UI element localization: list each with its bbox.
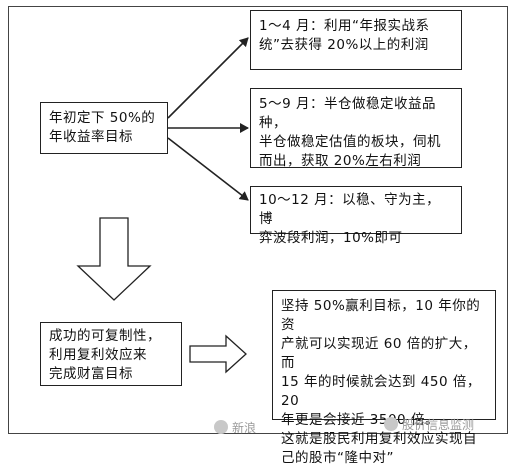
q2-line: 5～9 月：半仓做稳定收益品种， <box>259 96 436 131</box>
diagram-frame <box>8 6 508 434</box>
result-line: 年更是会接近 3500 倍。 <box>281 412 439 428</box>
goal-box: 年初定下 50%的 年收益率目标 <box>40 102 168 154</box>
connector-arrows <box>76 37 249 374</box>
result-line: 15 年的时候就会达到 450 倍，20 <box>281 374 481 409</box>
result-box: 坚持 50%赢利目标，10 年你的资 产就可以实现近 60 倍的扩大，而 15 … <box>272 290 496 466</box>
weibo-icon <box>214 420 228 434</box>
arrow-goal-to-q1 <box>167 37 249 119</box>
q1-line: 统”去获得 20%以上的利润 <box>259 37 429 53</box>
q3-line: 弈波段利润，10%即可 <box>259 230 403 246</box>
result-line: 产就可以实现近 60 倍的扩大，而 <box>281 336 477 371</box>
right-block-arrow <box>189 334 247 374</box>
q2-line: 半仓做稳定估值的板块，伺机 <box>259 134 441 150</box>
watermark-left: 新浪 <box>232 421 257 435</box>
method-line: 完成财富目标 <box>49 366 133 382</box>
q2-line: 而出，获取 20%左右利润 <box>259 153 422 169</box>
q1-line: 1～4 月：利用“年报实战系 <box>259 18 430 34</box>
watermark-right: 股价信息监测 <box>402 418 475 432</box>
weibo-icon <box>384 417 398 431</box>
arrow-goal-to-q3 <box>167 137 249 201</box>
goal-line: 年初定下 50%的 <box>49 110 156 126</box>
q3-line: 10～12 月：以稳、守为主，博 <box>259 192 441 227</box>
method-line: 成功的可复制性， <box>49 328 161 344</box>
q1-box: 1～4 月：利用“年报实战系 统”去获得 20%以上的利润 <box>250 10 462 70</box>
result-line: 坚持 50%赢利目标，10 年你的资 <box>281 298 481 333</box>
method-box: 成功的可复制性， 利用复利效应来 完成财富目标 <box>40 322 182 386</box>
result-line: 己的股市“隆中对” <box>281 450 394 466</box>
q2-box: 5～9 月：半仓做稳定收益品种， 半仓做稳定估值的板块，伺机 而出，获取 20%… <box>250 88 462 169</box>
goal-line: 年收益率目标 <box>49 129 133 145</box>
q3-box: 10～12 月：以稳、守为主，博 弈波段利润，10%即可 <box>250 186 462 246</box>
down-block-arrow <box>76 217 152 301</box>
method-line: 利用复利效应来 <box>49 347 147 363</box>
